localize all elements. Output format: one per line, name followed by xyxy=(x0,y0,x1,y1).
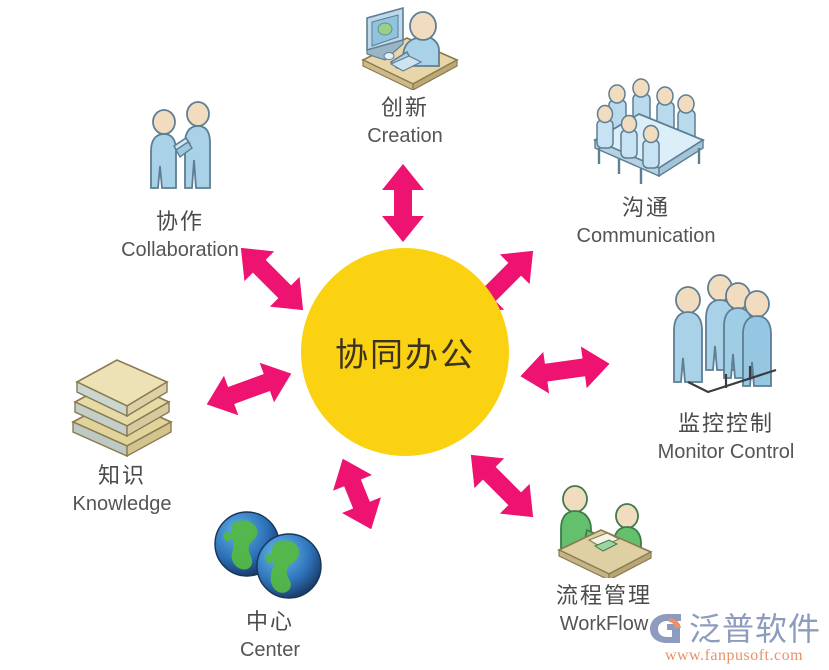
node-knowledge-label-cn: 知识 xyxy=(97,464,146,489)
people-org-chart-icon xyxy=(628,266,824,411)
node-communication-label-cn: 沟通 xyxy=(621,196,670,221)
arrow-to-creation xyxy=(382,164,424,242)
node-communication[interactable]: 沟通 Communication xyxy=(556,78,736,249)
arrow-to-monitor-control xyxy=(520,346,610,394)
two-people-document-desk-icon xyxy=(522,484,686,583)
arrow-to-collaboration xyxy=(240,247,304,311)
stack-of-books-icon xyxy=(46,348,198,463)
arrow-to-center xyxy=(333,458,381,530)
node-collaboration[interactable]: 协作 Collaboration xyxy=(104,96,256,263)
watermark-url-text: www.fanpusoft.com xyxy=(664,647,804,664)
node-workflow-label-cn: 流程管理 xyxy=(555,584,652,609)
arrow-to-workflow xyxy=(470,454,534,518)
node-creation-label-en: Creation xyxy=(367,124,443,147)
node-center[interactable]: 中心 Center xyxy=(190,508,350,663)
watermark-brand-row: 泛普软件 xyxy=(647,612,821,646)
node-center-label-en: Center xyxy=(239,638,301,661)
fanpu-logo-icon xyxy=(649,614,681,643)
node-monitor-control[interactable]: 监控控制 Monitor Control xyxy=(628,266,824,465)
node-knowledge-label-en: Knowledge xyxy=(72,492,172,515)
watermark-brand-text: 泛普软件 xyxy=(688,610,821,648)
node-center-label-cn: 中心 xyxy=(245,610,294,635)
meeting-table-people-icon xyxy=(556,78,736,195)
node-monitor-control-label-en: Monitor Control xyxy=(657,440,795,463)
node-knowledge[interactable]: 知识 Knowledge xyxy=(46,348,198,517)
center-hub-label: 协同办公 xyxy=(335,335,475,374)
two-globes-icon xyxy=(190,508,350,609)
center-hub: 协同办公 xyxy=(301,248,509,456)
node-workflow-label-en: WorkFlow xyxy=(559,612,649,635)
node-collaboration-label-cn: 协作 xyxy=(155,210,204,235)
watermark: 泛普软件 www.fanpusoft.com xyxy=(647,612,821,664)
arrow-to-knowledge xyxy=(206,362,292,416)
node-monitor-control-label-cn: 监控控制 xyxy=(677,412,774,437)
node-collaboration-label-en: Collaboration xyxy=(121,238,239,261)
node-creation[interactable]: 创新 Creation xyxy=(327,4,483,149)
two-people-handshake-icon xyxy=(104,96,256,209)
node-workflow[interactable]: 流程管理 WorkFlow xyxy=(522,484,686,637)
person-at-computer-desk-icon xyxy=(327,4,483,95)
node-communication-label-en: Communication xyxy=(576,224,716,247)
node-creation-label-cn: 创新 xyxy=(380,96,429,121)
